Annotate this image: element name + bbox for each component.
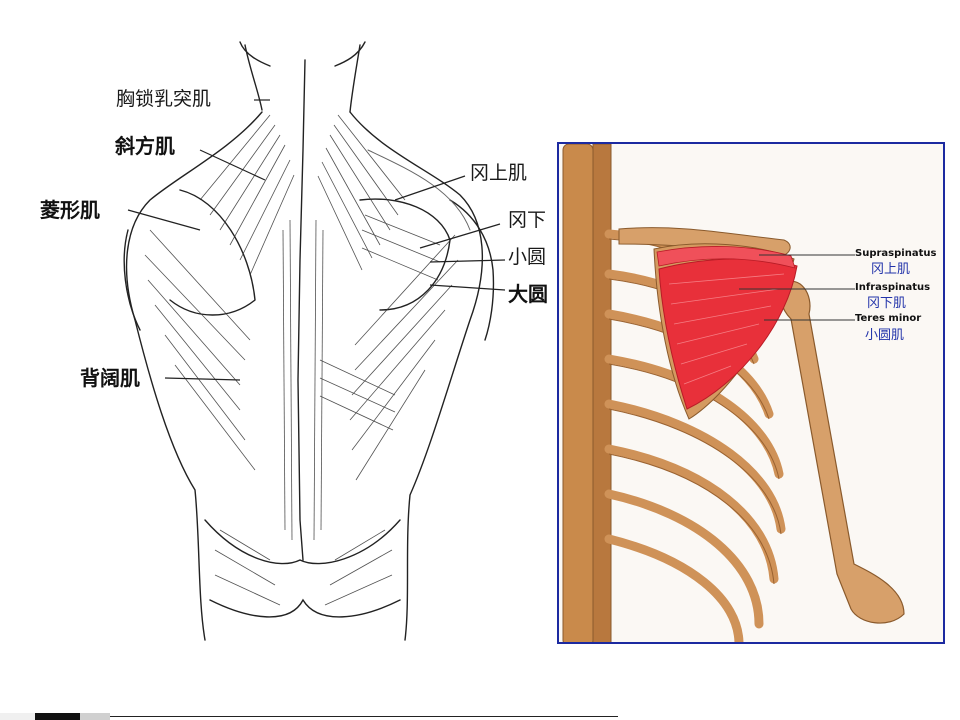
label-supraspinatus-cn: 冈上肌: [470, 162, 528, 184]
label-teres-minor-en: Teres minor: [855, 313, 922, 324]
label-teres-minor-cn: 小圆肌: [865, 328, 905, 343]
label-sternocleidomastoid: 胸锁乳突肌: [116, 88, 212, 110]
label-trapezius: 斜方肌: [115, 134, 175, 158]
skeleton-drawing: [562, 144, 905, 642]
footer-segment-dark: [35, 713, 80, 720]
footer-divider-line: [110, 716, 618, 717]
back-muscles-illustration: 胸锁乳突肌 斜方肌 菱形肌 背阔肌 冈上肌 冈下 小圆 大圆: [40, 41, 548, 641]
label-latissimus: 背阔肌: [80, 366, 140, 390]
label-supraspinatus-cn-right: 冈上肌: [871, 262, 911, 277]
back-muscles-drawing: [123, 41, 506, 641]
label-infraspinatus-en: Infraspinatus: [855, 282, 931, 293]
label-rhomboid: 菱形肌: [40, 198, 100, 222]
label-teres-major-partial: 大圆: [508, 282, 548, 306]
supraspinatus-muscle: [656, 246, 796, 269]
label-supraspinatus-en: Supraspinatus: [855, 248, 937, 259]
label-infraspinatus-cn: 冈下肌: [867, 296, 907, 311]
label-teres-minor-partial: 小圆: [508, 246, 547, 268]
footer-segment-gray: [80, 713, 110, 720]
label-infraspinatus-partial: 冈下: [508, 209, 547, 231]
rotator-cuff-panel: Supraspinatus 冈上肌 Infraspinatus 冈下肌 Tere…: [557, 142, 945, 644]
infraspinatus-muscle: [658, 258, 798, 410]
slide-footer-bar: [0, 705, 960, 720]
footer-segment-light: [0, 713, 35, 720]
